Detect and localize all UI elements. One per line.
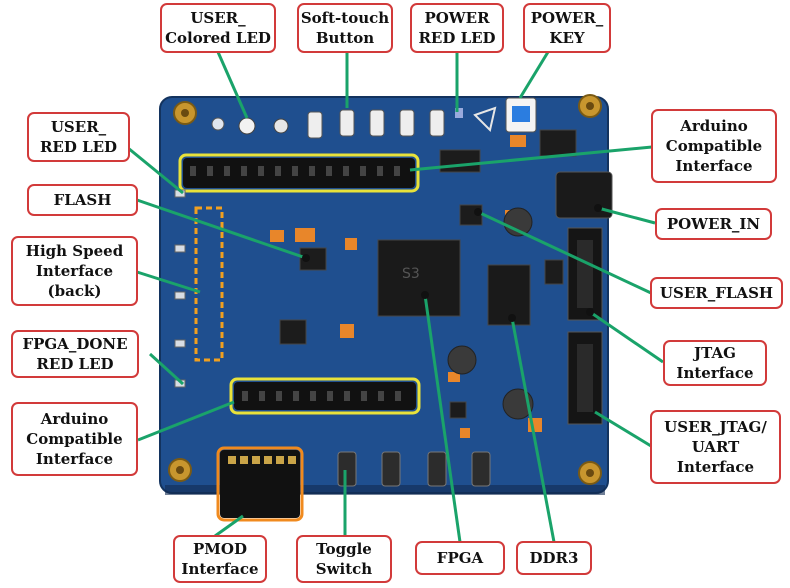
pmod-connector	[216, 446, 304, 522]
user-jtag-header	[567, 331, 603, 425]
mounting-holes	[168, 94, 602, 485]
arduino-bottom-header	[229, 377, 421, 415]
label-arduino-top: Arduino Compatible Interface	[651, 109, 777, 183]
high-speed-outline	[194, 206, 224, 362]
toggle-switches	[337, 451, 491, 487]
label-toggle-switch: Toggle Switch	[296, 535, 392, 583]
label-arduino-bottom: Arduino Compatible Interface	[11, 402, 138, 476]
pcb-shadow	[165, 485, 605, 495]
arduino-top-header	[178, 153, 420, 193]
chip-logo: S3	[402, 266, 420, 282]
label-high-speed-interface: High Speed Interface (back)	[11, 236, 138, 306]
label-user-colored-led: USER_ Colored LED	[160, 3, 276, 53]
label-flash: FLASH	[27, 184, 138, 216]
jtag-header	[567, 227, 603, 321]
leader-lines	[127, 51, 664, 543]
label-jtag-interface: JTAG Interface	[663, 340, 767, 386]
leader-dots	[302, 204, 602, 322]
label-fpga-done-red-led: FPGA_DONE RED LED	[11, 330, 139, 378]
fpga-chip: S3	[377, 239, 461, 317]
label-power-key: POWER_ KEY	[523, 3, 611, 53]
power-jack	[555, 171, 613, 219]
label-power-in: POWER_IN	[655, 208, 772, 240]
label-soft-touch-button: Soft-touch Button	[297, 3, 393, 53]
label-user-red-led: USER_ RED LED	[27, 112, 130, 162]
label-ddr3: DDR3	[516, 541, 592, 575]
label-power-red-led: POWER RED LED	[410, 3, 504, 53]
label-pmod-interface: PMOD Interface	[173, 535, 267, 583]
label-user-jtag-uart-interface: USER_JTAG/ UART Interface	[650, 410, 781, 484]
label-user-flash: USER_FLASH	[650, 277, 783, 309]
ddr3-chip	[487, 264, 531, 326]
label-fpga: FPGA	[415, 541, 505, 575]
top-components	[211, 97, 537, 139]
